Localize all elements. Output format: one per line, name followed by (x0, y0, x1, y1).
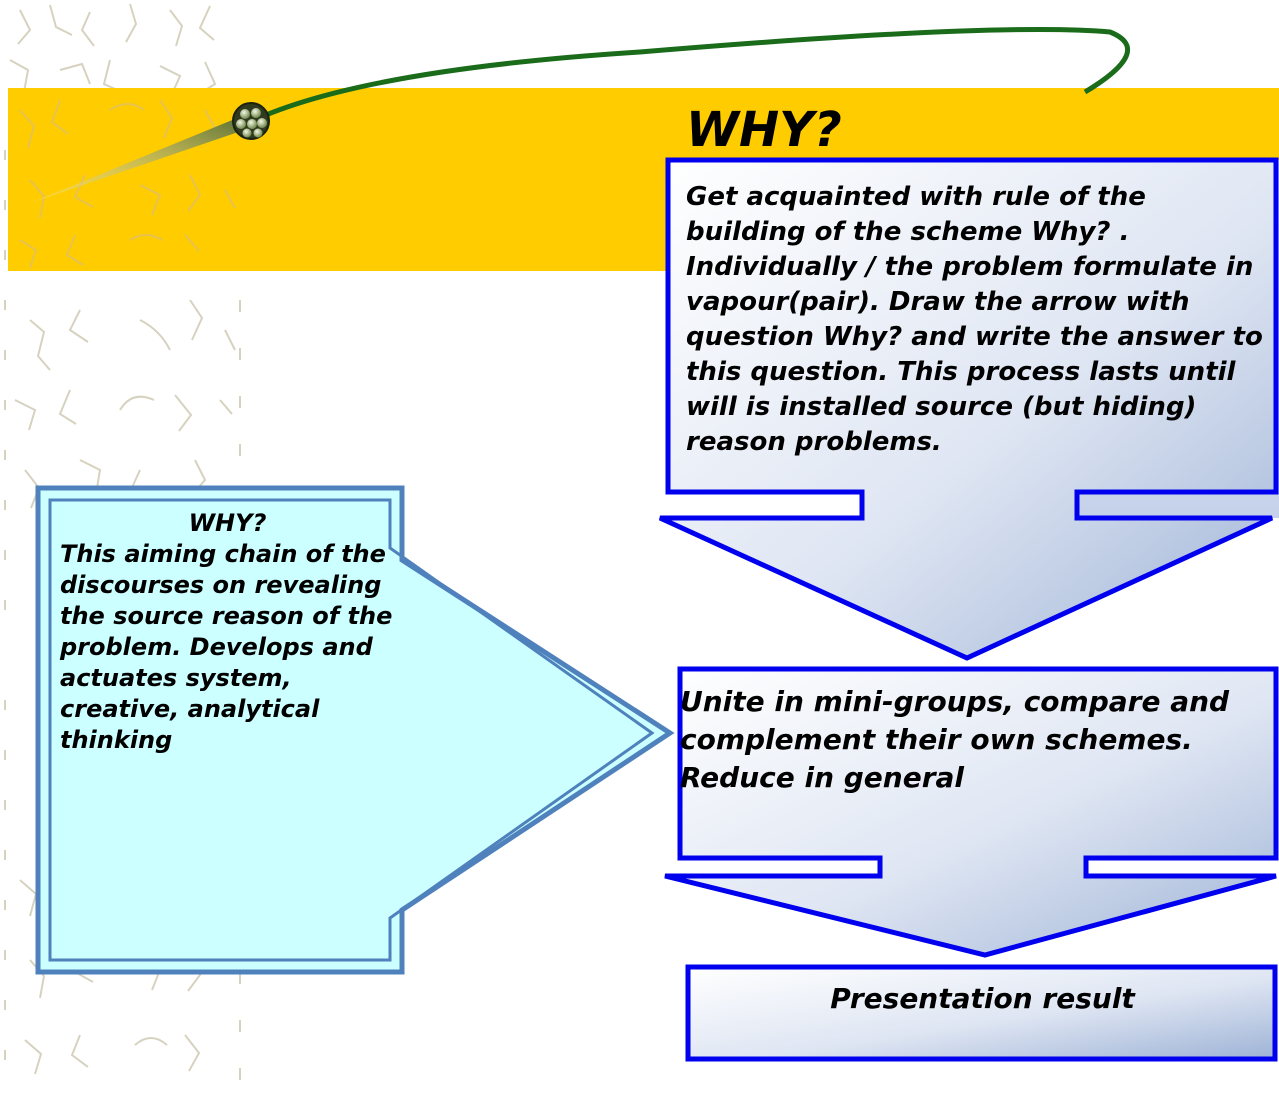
left-panel-heading: WHY? (188, 509, 267, 537)
banner-pattern-decoration (19, 99, 236, 269)
step-box-3 (685, 964, 1278, 1062)
left-callout-panel (35, 485, 675, 975)
step-box-2 (664, 666, 1279, 958)
orbit-curve (248, 27, 1131, 125)
left-panel-text: WHY? This aiming chain of the discourses… (60, 508, 395, 756)
step-box-1 (658, 157, 1279, 661)
step-box-3-text: Presentation result (830, 982, 1135, 1015)
step-box-2-text: Unite in mini-groups, compare and comple… (680, 685, 1230, 794)
bead-cluster-icon (232, 102, 270, 140)
slide-title: WHY? (686, 102, 842, 158)
left-panel-body: This aiming chain of the discourses on r… (60, 540, 393, 754)
comet-tail (28, 116, 250, 204)
step-box-1-text: Get acquainted with rule of the building… (686, 182, 1263, 457)
